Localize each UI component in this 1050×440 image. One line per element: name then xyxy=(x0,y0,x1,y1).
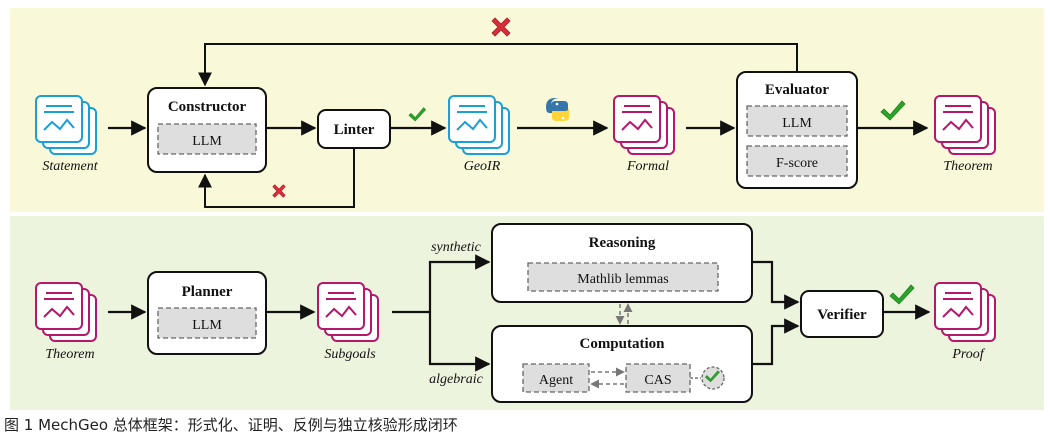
theorem-bottom-label: Theorem xyxy=(45,347,94,362)
constructor-title: Constructor xyxy=(168,99,247,115)
evaluator-llm-box xyxy=(746,105,848,137)
constructor-llm-label: LLM xyxy=(192,134,222,149)
constructor-llm-box xyxy=(157,123,257,155)
algebraic-label: algebraic xyxy=(429,372,483,387)
evaluator-llm-label: LLM xyxy=(782,116,812,131)
statement-doc-icon xyxy=(35,95,97,155)
arrow-linter-feedback xyxy=(198,148,355,208)
mathlib-lemmas-label: Mathlib lemmas xyxy=(577,272,668,287)
arrow-synthetic xyxy=(428,254,491,312)
theorem-top-doc-icon xyxy=(934,95,996,155)
agent-label: Agent xyxy=(539,373,573,388)
subgoals-doc-icon xyxy=(317,282,379,342)
theorem-top-label: Theorem xyxy=(943,159,992,174)
evaluator-title: Evaluator xyxy=(765,82,830,98)
planner-llm-box xyxy=(157,307,257,339)
arrow-algebraic xyxy=(428,312,491,372)
computation-box: Computation Agent CAS xyxy=(491,325,753,403)
arrow-evaluator-feedback xyxy=(198,43,798,87)
linter-label: Linter xyxy=(334,122,375,138)
planner-title: Planner xyxy=(182,284,233,300)
verifier-box: Verifier xyxy=(800,290,884,338)
formal-label: Formal xyxy=(626,159,669,174)
subgoals-label: Subgoals xyxy=(324,347,376,362)
proof-doc-icon xyxy=(934,282,996,342)
planner-llm-label: LLM xyxy=(192,318,222,333)
constructor-box: Constructor LLM xyxy=(147,87,267,173)
mathlib-lemmas-box xyxy=(527,262,719,292)
arrow-reasoning-verifier xyxy=(752,260,800,310)
geoir-doc-icon xyxy=(448,95,510,155)
python-logo-icon xyxy=(546,98,569,121)
computation-title: Computation xyxy=(579,336,665,352)
figure-caption: 图 1 MechGeo 总体框架：形式化、证明、反例与独立核验形成闭环 xyxy=(4,416,458,434)
evaluator-box: Evaluator LLM F-score xyxy=(736,71,858,189)
evaluator-fscore-box xyxy=(746,145,848,177)
reasoning-title: Reasoning xyxy=(589,235,656,251)
planner-box: Planner LLM xyxy=(147,271,267,355)
cas-label: CAS xyxy=(644,373,671,388)
arrow-computation-verifier xyxy=(752,318,800,366)
verifier-label: Verifier xyxy=(817,307,867,323)
geoir-label: GeoIR xyxy=(464,159,501,174)
reasoning-box: Reasoning Mathlib lemmas xyxy=(491,223,753,303)
theorem-bottom-doc-icon xyxy=(35,282,97,342)
agent-box xyxy=(522,363,590,393)
evaluator-fscore-label: F-score xyxy=(776,156,818,171)
synthetic-label: synthetic xyxy=(431,240,482,255)
linter-box: Linter xyxy=(317,109,391,149)
cas-box xyxy=(625,363,691,393)
formal-doc-icon xyxy=(613,95,675,155)
proof-label: Proof xyxy=(951,347,985,362)
statement-label: Statement xyxy=(42,159,98,174)
